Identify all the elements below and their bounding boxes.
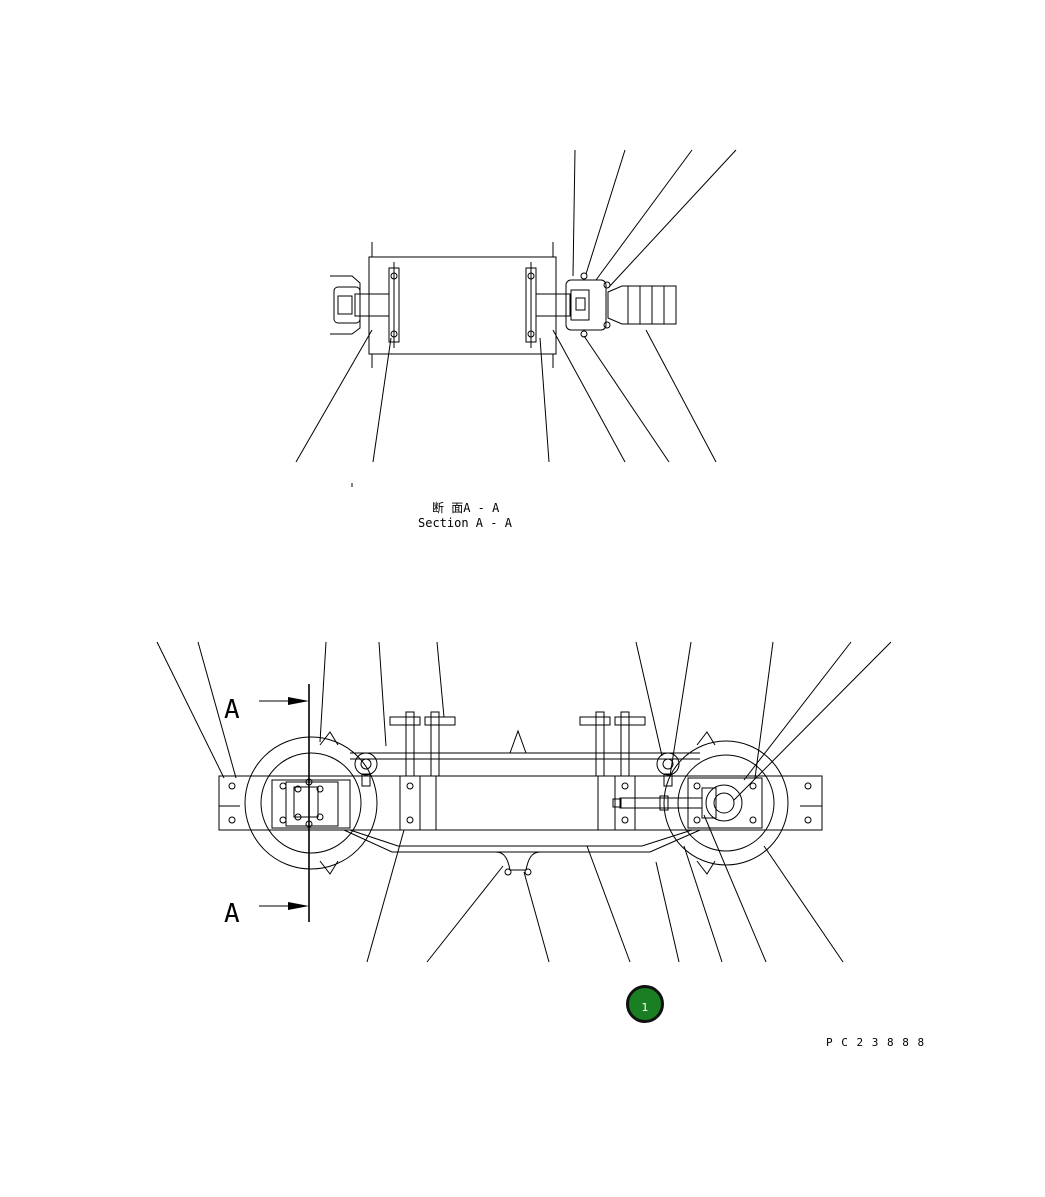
section-view (295, 149, 737, 487)
main-view (156, 641, 892, 963)
drawing-number: P C 2 3 8 8 8 (826, 1036, 925, 1049)
section-mark-bottom: A (224, 899, 240, 929)
callout-badge[interactable]: 1 (626, 985, 664, 1023)
section-title-jp: 断 面A - A (432, 500, 500, 515)
section-body (368, 256, 557, 355)
right-wheel (663, 740, 789, 866)
callout-badge-label: 1 (641, 1000, 649, 1014)
section-title-en: Section A - A (418, 516, 513, 530)
section-mark-top: A (224, 695, 240, 725)
left-wheel (244, 736, 378, 870)
